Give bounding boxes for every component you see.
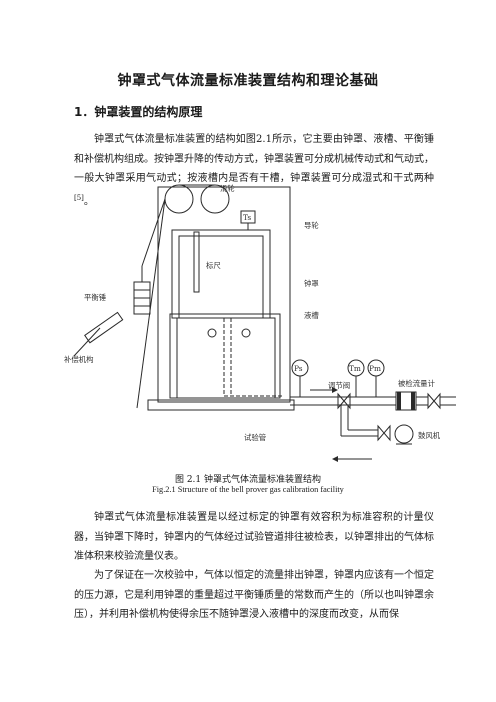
liquid-tank <box>169 313 281 399</box>
section-heading: 1．钟罩装置的结构原理 <box>74 103 202 120</box>
bell-prover-figure: 滑轮 导轮 Ts 标尺 平衡锤 钟罩 液槽 补偿机构 Ps Tm Pm 调节阀 … <box>60 178 460 470</box>
label-ps: Ps <box>294 364 303 373</box>
label-counterweight: 平衡锤 <box>84 293 107 302</box>
paragraph-2: 钟罩式气体流量标准装置是以经过标定的钟罩有效容积为标准容积的计量仪器，当钟罩下降… <box>74 512 434 562</box>
label-meter: 被检流量计 <box>398 379 436 388</box>
bell-jar <box>171 229 271 319</box>
label-compensation: 补偿机构 <box>64 355 94 364</box>
section-title: 钟罩装置的结构原理 <box>94 105 203 119</box>
label-scale: 标尺 <box>206 261 221 270</box>
section-number: 1． <box>74 105 95 119</box>
label-valve: 调节阀 <box>328 381 350 390</box>
label-pulley: 滑轮 <box>220 184 235 193</box>
control-valve-icon <box>337 392 351 410</box>
blower-fan-icon <box>394 424 414 444</box>
flow-meter-icon <box>395 391 417 411</box>
outer-frame <box>157 186 291 403</box>
citation-ref: [5] <box>74 193 84 202</box>
label-tm: Tm <box>349 364 361 373</box>
counterweight-icon <box>133 281 151 315</box>
label-test-pipe: 试验管 <box>244 433 266 442</box>
label-guide: 导轮 <box>304 221 319 230</box>
figure-caption-en: Fig.2.1 Structure of the bell prover gas… <box>152 485 344 494</box>
bell-prover-diagram: 滑轮 导轮 Ts 标尺 平衡锤 钟罩 液槽 补偿机构 Ps Tm Pm 调节阀 … <box>64 184 456 462</box>
page-title: 钟罩式气体流量标准装置结构和理论基础 <box>117 73 379 89</box>
scale-ruler-icon <box>193 231 200 293</box>
label-bell: 钟罩 <box>304 279 319 288</box>
paragraph-1: 钟罩式气体流量标准装置的结构如图2.1所示，它主要由钟罩、液槽、平衡锤和补偿机构… <box>74 130 434 211</box>
paragraph-3: 为了保证在一次校验中，气体以恒定的流量排出钟罩，钟罩内应该有一个恒定的压力源，它… <box>74 570 434 620</box>
label-tank: 液槽 <box>304 311 319 320</box>
label-ts: Ts <box>243 213 251 222</box>
paragraph-1-text: 钟罩式气体流量标准装置的结构如图2.1所示，它主要由钟罩、液槽、平衡锤和补偿机构… <box>74 134 434 184</box>
label-fan: 鼓风机 <box>418 431 441 440</box>
paragraph-1-end: 。 <box>83 195 94 207</box>
compensation-mechanism-icon <box>84 311 124 344</box>
label-pm: Pm <box>369 364 381 373</box>
pulley-left-icon <box>164 184 194 214</box>
figure-caption-cn: 图 2.1 钟罩式气体流量标准装置结构 <box>174 475 322 485</box>
